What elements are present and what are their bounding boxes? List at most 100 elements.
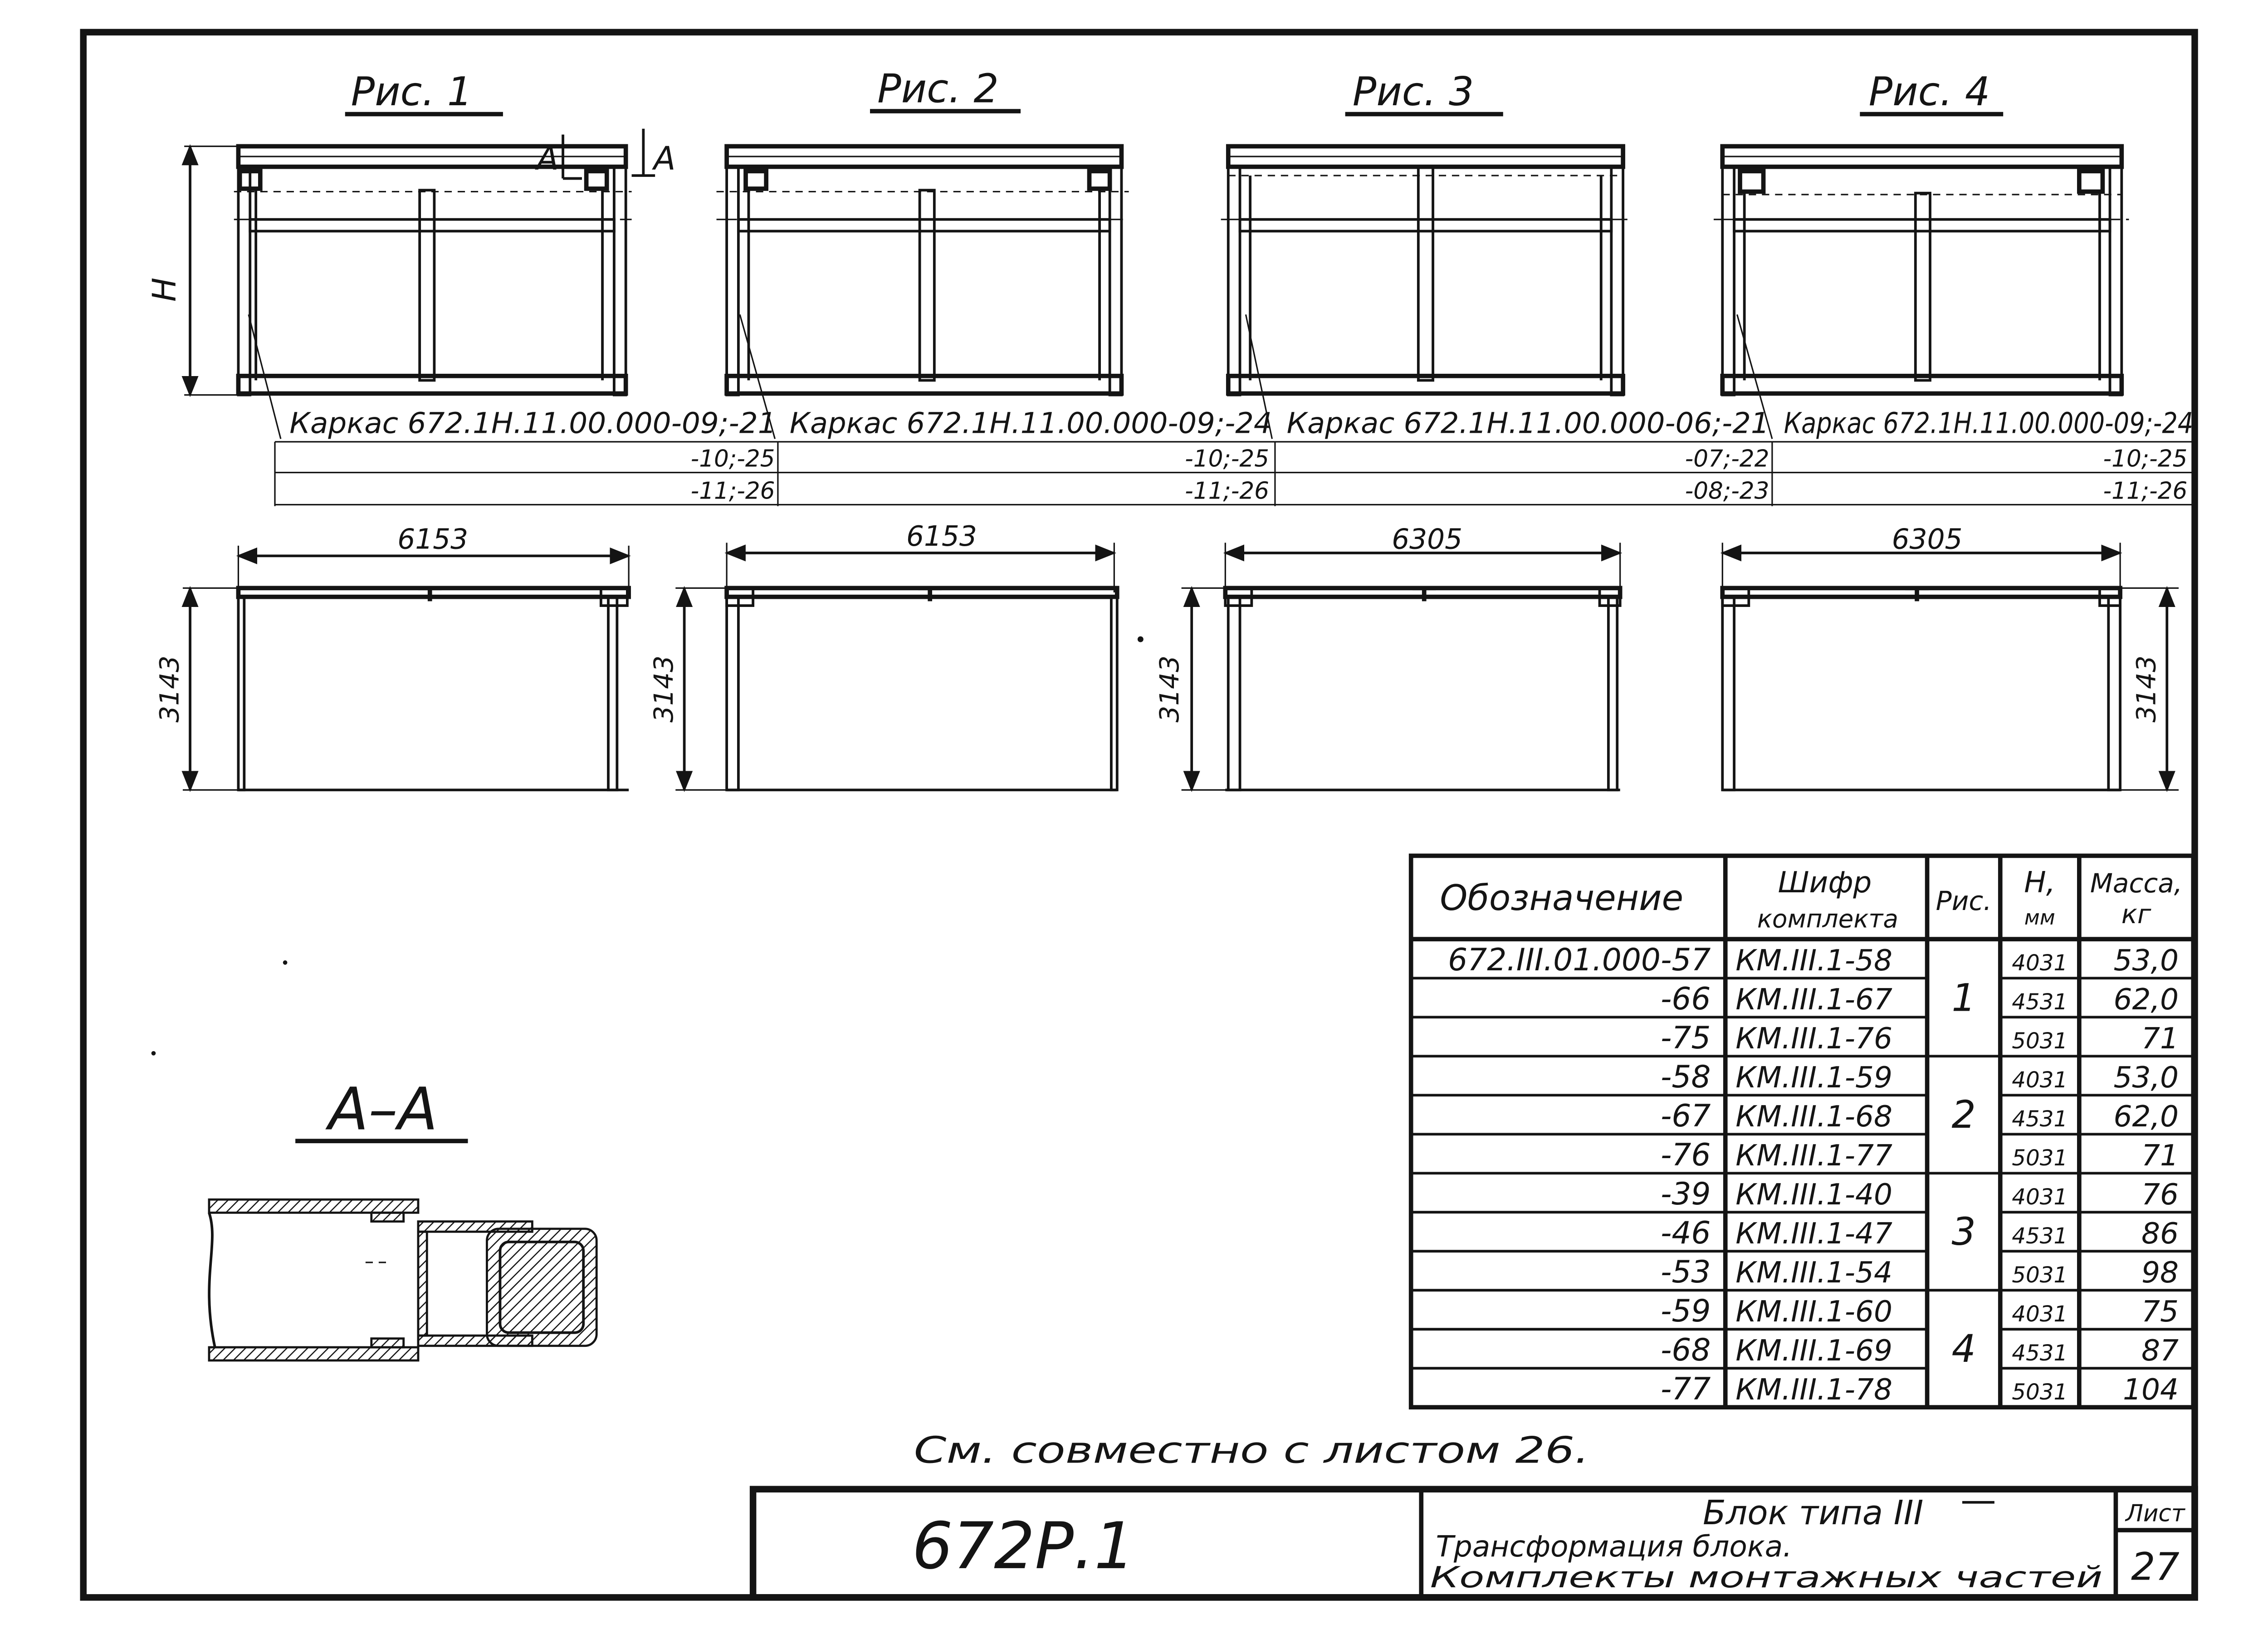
cell-height: 5031 <box>2012 1380 2068 1405</box>
header-mass-1: Масса, <box>2090 868 2182 899</box>
header-height-1: H, <box>2024 866 2055 900</box>
cell-kit-code: КМ.III.1-59 <box>1735 1061 1892 1095</box>
fig2-frame-suffix-2: -11;-26 <box>1185 478 1269 505</box>
cell-mass: 86 <box>2141 1217 2179 1251</box>
cell-mass: 71 <box>2141 1139 2179 1173</box>
cell-fig-group: 2 <box>1952 1092 1976 1137</box>
header-kit-code-1: Шифр <box>1778 866 1872 900</box>
figure-3: Рис. 3 Каркас 672.1Н.11.00.000-06;-21 -0… <box>1154 68 1773 792</box>
cell-designation: -76 <box>1661 1137 1711 1173</box>
sheet-label: Лист <box>2125 1500 2186 1527</box>
fig1-section-marker-left: А <box>535 140 559 177</box>
header-fig: Рис. <box>1936 885 1992 916</box>
cell-fig-group: 4 <box>1952 1326 1976 1371</box>
title-block: 672Р.1 Блок типа III Трансформация блока… <box>749 1486 2198 1601</box>
section-outer-tube-top <box>208 1198 420 1214</box>
cell-designation: -77 <box>1661 1371 1711 1407</box>
table-fig-groups: 1 2 3 4 <box>1952 975 1976 1371</box>
fig3-frame-suffix-1: -07;-22 <box>1685 445 1769 473</box>
cell-kit-code: КМ.III.1-77 <box>1735 1139 1892 1173</box>
fig4-frame-suffix-2: -11;-26 <box>2103 478 2188 505</box>
cell-mass: 98 <box>2141 1256 2179 1290</box>
fig1-height-label: H <box>146 278 183 302</box>
figure-1: Рис. 1 H А <box>146 68 779 792</box>
fig1-frame-suffix-1: -10;-25 <box>691 445 775 473</box>
table-row-lines <box>1411 977 2194 1370</box>
fig2-frame-label: Каркас 672.1Н.11.00.000-09;-24 <box>790 407 1272 440</box>
cell-kit-code: КМ.III.1-78 <box>1735 1373 1892 1407</box>
title-line-1: Блок типа III <box>1703 1493 1923 1532</box>
fig1-right-bracket <box>584 169 609 191</box>
fig3-frame-label: Каркас 672.1Н.11.00.000-06;-21 <box>1287 407 1769 440</box>
fig2-height-dim: 3143 <box>648 656 679 723</box>
cell-height: 5031 <box>2012 1028 2068 1054</box>
cell-height: 4531 <box>2012 1223 2068 1249</box>
fig4-elevation <box>1713 144 2129 439</box>
cell-designation: -75 <box>1661 1020 1711 1056</box>
fig3-elevation <box>1221 144 1631 439</box>
fig2-span-dim: 6153 <box>906 520 977 553</box>
cell-kit-code: КМ.III.1-76 <box>1735 1022 1892 1056</box>
fig1-elevation: H А А <box>146 128 676 439</box>
cell-mass: 76 <box>2141 1178 2179 1212</box>
cell-mass: 104 <box>2123 1373 2179 1407</box>
cell-kit-code: КМ.III.1-47 <box>1735 1217 1892 1251</box>
fig4-title: Рис. 4 <box>1869 68 1990 115</box>
section-outer-tube-bottom <box>208 1346 420 1362</box>
table-row: 672.III.01.000-57 КМ.III.1-58 4031 53,0 <box>1448 942 2179 978</box>
cell-designation: -46 <box>1661 1215 1711 1251</box>
fig4-left-bracket <box>1738 169 1766 194</box>
table-row: -53 КМ.III.1-54 5031 98 <box>1661 1254 2179 1290</box>
cell-designation: 672.III.01.000-57 <box>1448 942 1711 978</box>
sheet-number: 27 <box>2131 1545 2180 1589</box>
fig4-frame-label: Каркас 672.1Н.11.00.000-09;-24 <box>1784 407 2194 440</box>
fig1-frame-suffix-2: -11;-26 <box>691 478 775 505</box>
fig3-height-dim: 3143 <box>1154 656 1185 723</box>
cell-height: 4031 <box>2012 950 2068 976</box>
cell-height: 4031 <box>2012 1067 2068 1093</box>
cell-height: 4031 <box>2012 1184 2068 1210</box>
section-square-profile <box>486 1228 598 1347</box>
cell-height: 4531 <box>2012 989 2068 1015</box>
cell-designation: -67 <box>1661 1098 1711 1134</box>
cell-kit-code: КМ.III.1-67 <box>1735 983 1892 1017</box>
fig4-span-dim: 6305 <box>1892 523 1963 555</box>
fig3-title: Рис. 3 <box>1353 68 1474 115</box>
fig1-title: Рис. 1 <box>351 68 473 115</box>
fig1-section-marker-right: А <box>652 140 676 177</box>
fig3-frame-suffix-2: -08;-23 <box>1685 478 1769 505</box>
title-line-2: Трансформация блока. <box>1436 1530 1792 1564</box>
cell-mass: 53,0 <box>2114 1061 2179 1095</box>
cell-kit-code: КМ.III.1-58 <box>1735 944 1892 978</box>
cell-mass: 53,0 <box>2114 944 2179 978</box>
cell-mass: 62,0 <box>2114 1100 2179 1134</box>
fig2-title: Рис. 2 <box>877 66 999 112</box>
cell-mass: 87 <box>2141 1334 2179 1368</box>
cell-mass: 75 <box>2141 1295 2179 1329</box>
cell-designation: -66 <box>1661 981 1711 1017</box>
fig1-span-dim: 6153 <box>397 523 468 555</box>
header-height-2: мм <box>2024 905 2055 930</box>
fig1-plan: 6153 3143 <box>154 523 631 792</box>
header-mass-2: кг <box>2121 899 2151 930</box>
section-a-a: А–А <box>208 1075 598 1362</box>
fig4-plan: 6305 3143 <box>1720 523 2179 792</box>
cell-designation: -68 <box>1661 1332 1711 1368</box>
table-row: -76 КМ.III.1-77 5031 71 <box>1661 1137 2179 1173</box>
cell-kit-code: КМ.III.1-54 <box>1735 1256 1892 1290</box>
cell-designation: -53 <box>1661 1254 1711 1290</box>
cell-fig-group: 1 <box>1952 975 1976 1020</box>
header-designation: Обозначение <box>1440 878 1683 919</box>
fig2-right-bracket <box>1087 169 1112 191</box>
cell-height: 5031 <box>2012 1262 2068 1288</box>
cell-fig-group: 3 <box>1952 1209 1976 1254</box>
spec-table: Обозначение Шифр комплекта Рис. H, мм Ма… <box>1408 853 2196 1410</box>
cell-height: 5031 <box>2012 1145 2068 1171</box>
